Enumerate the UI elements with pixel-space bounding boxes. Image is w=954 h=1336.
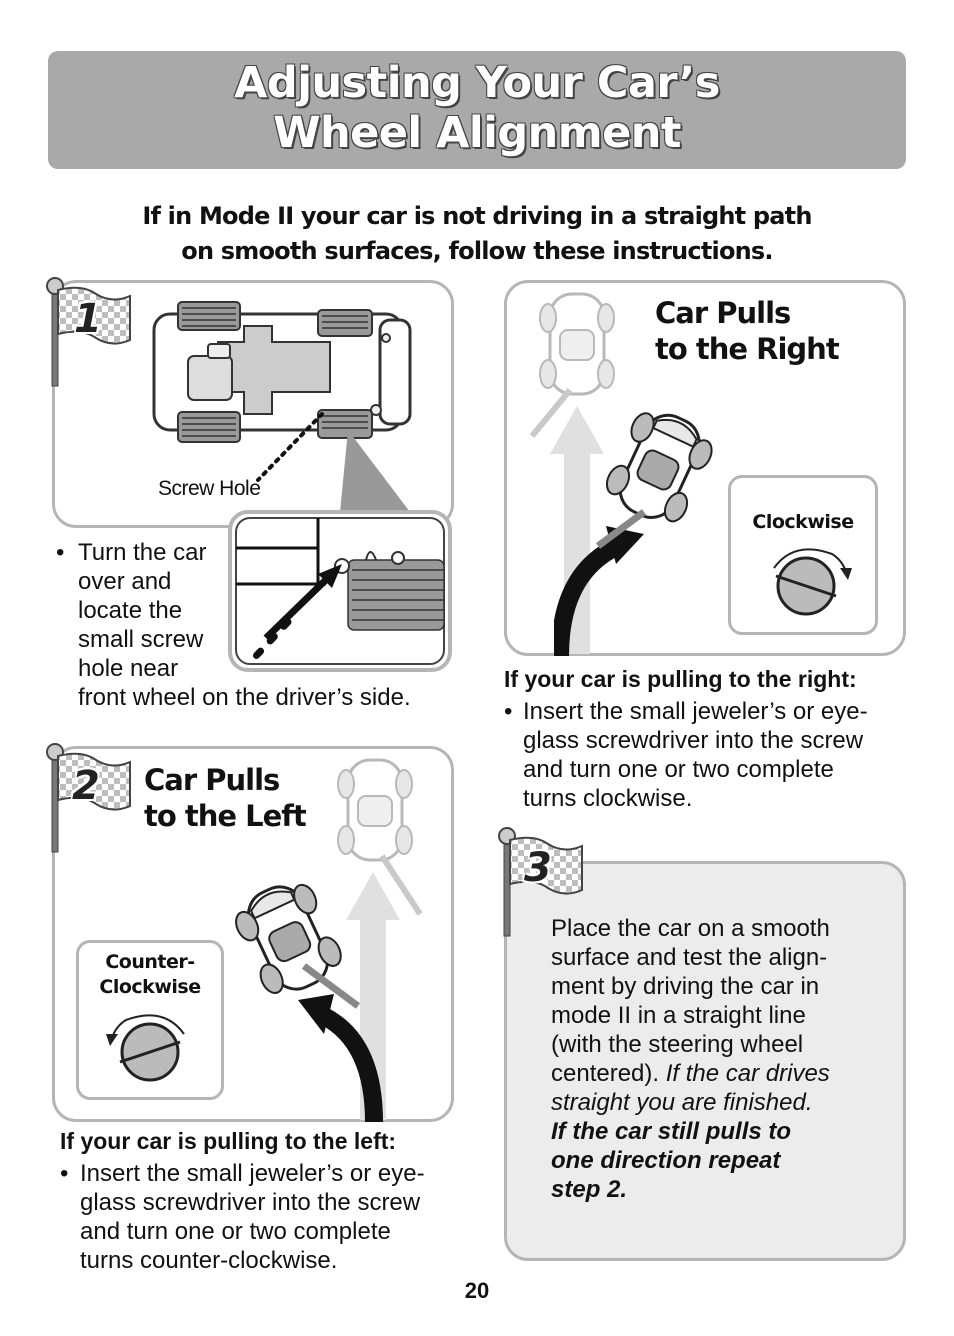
- page-number: 20: [464, 1278, 490, 1303]
- pulls-left-line: Insert the small jeweler’s or eye-: [80, 1160, 425, 1187]
- pulls-left-line: turns counter-clockwise.: [80, 1247, 338, 1274]
- tilted-car-icon: [235, 883, 361, 1009]
- step3-line6-italic: If the car drives: [659, 1060, 830, 1087]
- pulls-right-line: Insert the small jeweler’s or eye-: [523, 698, 868, 725]
- pulls-left-title-line2: to the Left: [144, 799, 307, 833]
- step3-bold-line: step 2.: [551, 1176, 628, 1203]
- step1-line: hole near: [78, 655, 179, 682]
- pulls-right-heading: If your car is pulling to the right:: [504, 666, 857, 692]
- clockwise-dial-icon: [773, 548, 852, 616]
- step3-text: Place the car on a smooth surface and te…: [551, 914, 830, 1204]
- pulls-right-title-line1: Car Pulls: [655, 296, 791, 330]
- step1-line: over and: [78, 568, 172, 595]
- faded-car-icon: [530, 292, 615, 438]
- step3-line: mode II in a straight line: [551, 1002, 806, 1029]
- pulls-right-line: and turn one or two complete: [523, 756, 834, 783]
- step3-panel: [504, 861, 906, 1261]
- counter-clockwise-label: Counter- Clockwise: [76, 950, 224, 1000]
- tilted-car-icon: [595, 412, 713, 549]
- step3-line-6: centered). If the car drives: [551, 1059, 830, 1088]
- step2-number: 2: [72, 763, 100, 809]
- step1-text: Turn the car over and locate the small s…: [78, 538, 411, 712]
- step3-line: (with the steering wheel: [551, 1031, 804, 1058]
- pulls-left-line: and turn one or two complete: [80, 1218, 391, 1245]
- step2-flag-icon: [46, 743, 131, 853]
- pulls-right-title-line2: to the Right: [655, 332, 840, 366]
- step3-number: 3: [524, 845, 552, 891]
- step3-line-7: straight you are finished.: [551, 1089, 813, 1116]
- pulls-left-bullet: •: [60, 1160, 69, 1187]
- step1-bullet: •: [56, 539, 65, 566]
- pulls-left-line: glass screwdriver into the screw: [80, 1189, 421, 1216]
- zoom-wedge: [340, 430, 410, 512]
- curve-left-arrow: [298, 994, 383, 1122]
- step1-number: 1: [74, 296, 102, 342]
- step1-line-last: front wheel on the driver’s side.: [78, 684, 411, 711]
- intro-text: If in Mode II your car is not driving in…: [60, 199, 894, 269]
- pulls-right-line: glass screwdriver into the screw: [523, 727, 864, 754]
- faded-car-icon: [337, 758, 423, 916]
- title-line-2: Wheel Alignment: [273, 108, 681, 158]
- page-title: Adjusting Your Car’s Wheel Alignment: [48, 58, 906, 158]
- pulls-left-heading: If your car is pulling to the left:: [60, 1128, 397, 1154]
- car-underside-illustration: [152, 301, 412, 443]
- clockwise-label: Clockwise: [752, 511, 854, 533]
- pulls-left-title: Car Pulls to the Left: [144, 762, 307, 834]
- pulls-right-text: Insert the small jeweler’s or eye- glass…: [523, 697, 868, 813]
- title-banner: [48, 51, 906, 169]
- screw-hole-callout-line: [256, 412, 324, 482]
- step3-bold-line: If the car still pulls to: [551, 1118, 792, 1145]
- intro-line-1: If in Mode II your car is not driving in…: [142, 202, 812, 230]
- step3-line: ment by driving the car in: [551, 973, 820, 1000]
- step3-flag-icon: [498, 827, 583, 937]
- magnified-screw-hole-inset: [228, 510, 452, 672]
- step3-bold-line: one direction repeat: [551, 1147, 781, 1174]
- counter-clockwise-label-line2: Clockwise: [99, 976, 201, 998]
- counter-clockwise-label-line1: Counter-: [105, 951, 195, 973]
- step1-line: Turn the car: [78, 539, 207, 566]
- step1-line: small screw: [78, 626, 204, 653]
- screw-hole-label: Screw Hole: [158, 477, 261, 500]
- step3-line6-plain: centered).: [551, 1060, 660, 1087]
- pulls-right-bullet: •: [504, 698, 513, 725]
- step3-line: Place the car on a smooth: [551, 915, 830, 942]
- step1-flag-icon: [46, 277, 131, 387]
- title-line-1: Adjusting Your Car’s: [234, 58, 720, 108]
- step3-line: surface and test the align-: [551, 944, 828, 971]
- pulls-right-title: Car Pulls to the Right: [655, 295, 840, 367]
- step1-line: locate the: [78, 597, 183, 624]
- pulls-right-line: turns clockwise.: [523, 785, 693, 812]
- counter-clockwise-dial-icon: [106, 1014, 185, 1082]
- intro-line-2: on smooth surfaces, follow these instruc…: [181, 237, 773, 265]
- pulls-left-title-line1: Car Pulls: [144, 763, 280, 797]
- inset-dotted-line: [252, 618, 292, 660]
- pulls-left-text: Insert the small jeweler’s or eye- glass…: [80, 1159, 425, 1275]
